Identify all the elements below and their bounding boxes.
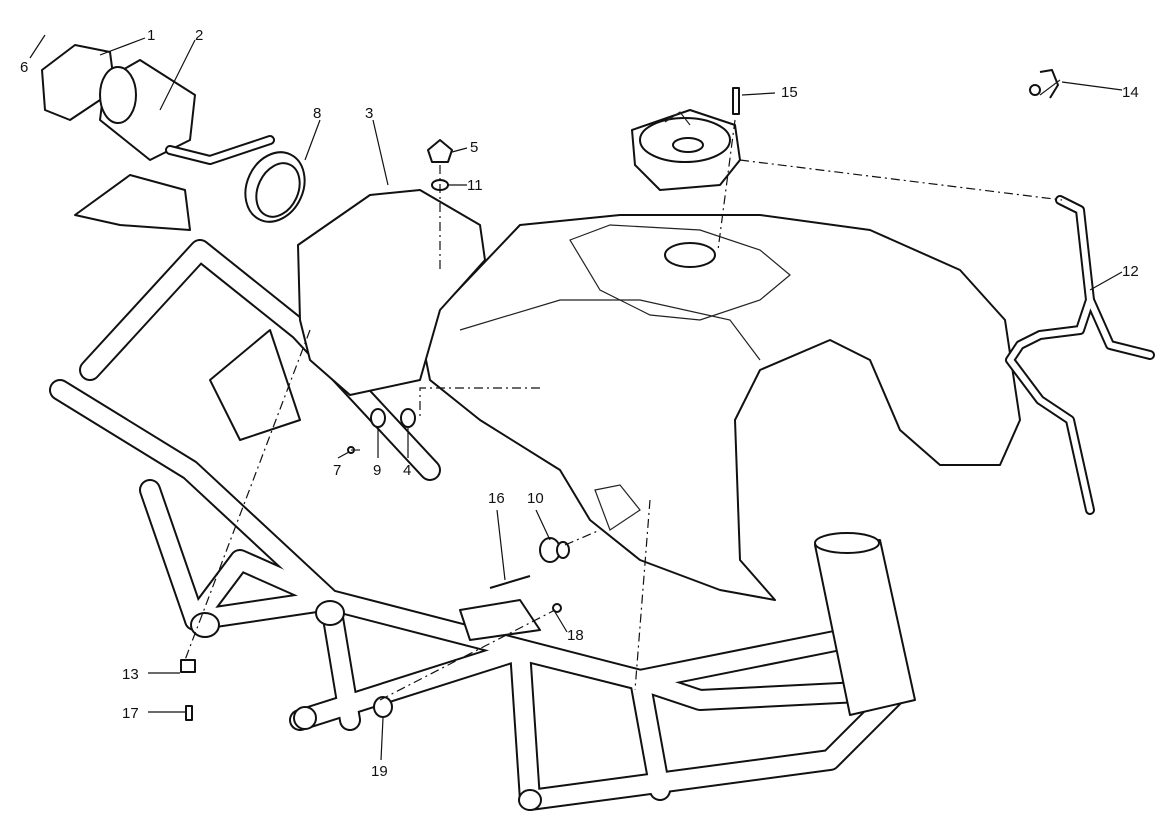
callout-5: 5 <box>470 139 478 156</box>
callout-labels: 1 2 3 4 5 6 7 8 9 10 11 12 13 14 15 16 1… <box>20 27 1139 780</box>
callout-1: 1 <box>147 27 155 44</box>
tank-cover <box>297 189 486 396</box>
filler-cap <box>631 109 741 191</box>
callout-11: 11 <box>467 177 483 194</box>
callout-10: 10 <box>527 490 544 507</box>
callout-14: 14 <box>1122 84 1139 101</box>
hardware <box>180 69 1061 721</box>
callout-7: 7 <box>333 462 341 479</box>
callout-13: 13 <box>122 666 139 683</box>
callout-9: 9 <box>373 462 381 479</box>
callout-19: 19 <box>371 763 388 780</box>
callout-4: 4 <box>403 462 411 479</box>
leader-lines <box>29 34 1123 761</box>
callout-15: 15 <box>781 84 798 101</box>
ring-nut <box>244 151 306 223</box>
breather-hose <box>1005 195 1155 515</box>
callout-6: 6 <box>20 59 28 76</box>
callout-12: 12 <box>1122 263 1139 280</box>
assembly-lines <box>184 119 1063 701</box>
callout-16: 16 <box>488 490 505 507</box>
clip <box>1039 69 1059 99</box>
callout-8: 8 <box>313 105 321 122</box>
fuel-pump <box>41 44 275 231</box>
frame <box>49 239 916 811</box>
callout-18: 18 <box>567 627 584 644</box>
callout-3: 3 <box>365 105 373 122</box>
callout-2: 2 <box>195 27 203 44</box>
fuel-tank <box>419 214 1021 601</box>
callout-17: 17 <box>122 705 139 722</box>
